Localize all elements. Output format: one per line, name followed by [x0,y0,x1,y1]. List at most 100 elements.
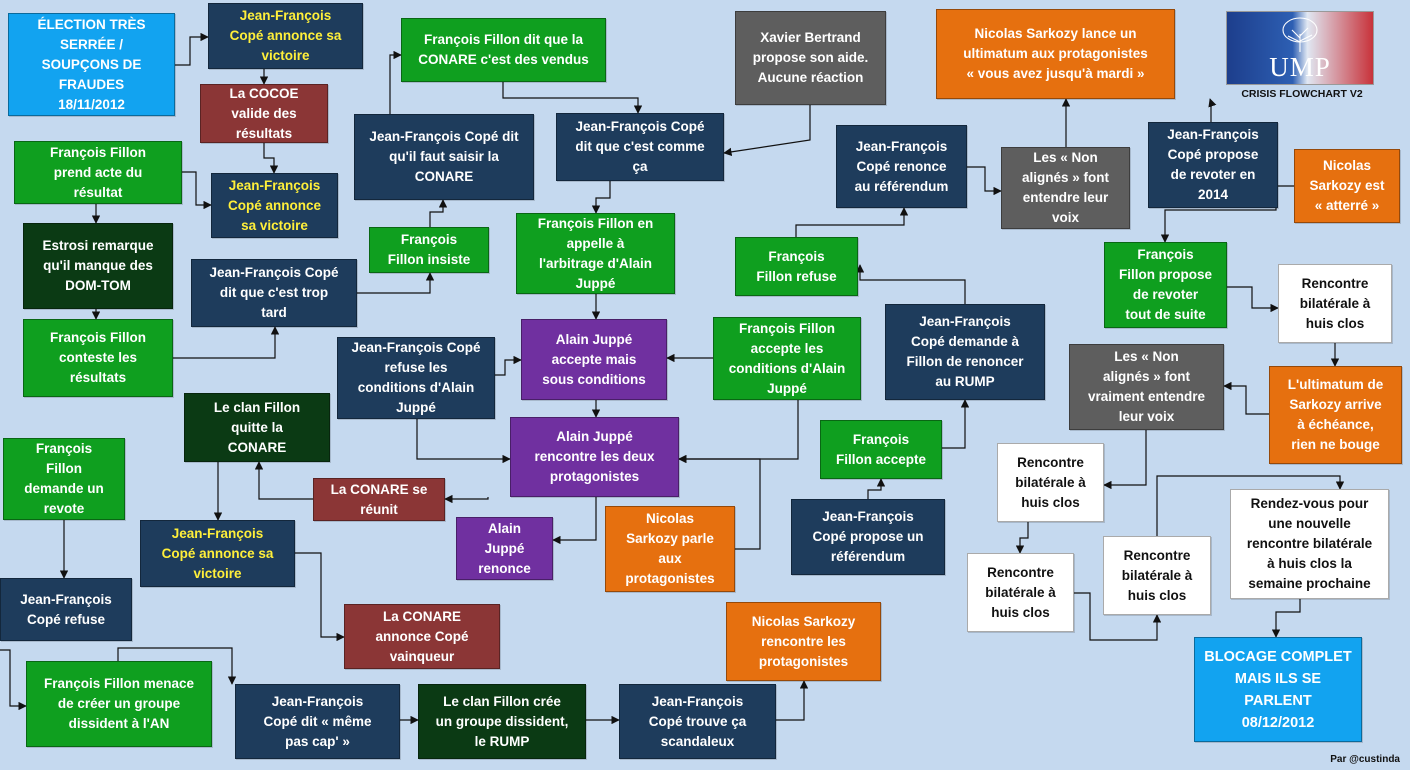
flow-node-line: protagonistes [549,469,640,484]
flow-node-line: l'arbitrage d'Alain [539,255,652,271]
flow-node-line: « vous avez jusqu'à mardi » [966,66,1145,81]
flow-node-line: Fillon accepte [835,451,927,467]
flow-node-line: François Fillon [49,330,146,345]
flow-node-line: Copé annonce sa [161,545,274,561]
flow-node-line: accepte mais [551,351,637,367]
flow-node-line: Jean-François [1167,127,1259,142]
flow-node-line: refuse les [384,360,448,375]
connector-arrow [942,399,970,449]
flow-node-line: 18/11/2012 [58,96,125,112]
flow-node-line: renonce [478,560,531,576]
flow-node-line: 2014 [1197,187,1229,202]
flow-node-line: sa victoire [241,217,308,233]
flow-node-line: Rendez-vous pour [1250,496,1369,511]
flow-node-line: bilatérale à [985,584,1056,600]
flow-node-line: Nicolas [645,511,694,526]
flow-node-line: valide des [231,105,297,121]
flow-node-line: MAIS ILS SE [1234,670,1322,687]
flow-node-line: ça [632,159,648,174]
flow-node-line: de créer un groupe [57,696,181,711]
flow-node-line: Rencontre [1123,547,1191,563]
connector-arrow [295,552,345,642]
flow-node-line: Rencontre [1017,454,1084,470]
ump-logo: UMP [1226,11,1374,85]
flow-node-line: appelle à [566,235,625,251]
flow-node-line: vraiment entendre [1087,389,1206,404]
connector-arrow [795,207,909,237]
connector-arrow [117,647,237,685]
connector-arrow [1271,599,1301,638]
flow-node-line: Fillon [45,461,82,476]
flow-node-line: « atterré » [1314,198,1380,213]
flow-node-line: huis clos [991,604,1050,620]
flow-node-line: protagonistes [758,653,849,669]
flow-node-line: Nicolas Sarkozy lance un [974,26,1137,41]
flow-node-line: L'ultimatum de [1287,377,1384,392]
flow-node-line: Jean-François [855,138,948,154]
flow-node-line: Alain Juppé [555,331,633,347]
flow-node-line: annonce Copé [375,628,469,644]
flow-node-line: Jean-François Copé [575,119,705,134]
flow-node-line: Copé propose un [812,529,924,544]
flow-node-line: demande un [24,481,104,496]
flow-node-line: SOUPÇONS DE [41,56,142,72]
flow-node-line: CONARE [227,439,287,455]
connector-arrow [502,82,643,114]
flow-node-line: PARLENT [1244,692,1312,709]
flow-node-line: résultats [235,125,293,141]
flow-node-line: Sarkozy arrive [1289,397,1382,412]
flow-node-line: Fillon insiste [387,252,471,267]
flow-node-line: Alain [487,520,521,536]
flow-node-line: aux [658,551,682,566]
flow-node-line: huis clos [1305,315,1365,331]
connector-arrow [1223,381,1269,415]
flow-node-line: Rencontre [1301,275,1369,291]
flow-node-line: François [35,441,93,456]
flow-node-line: DOM-TOM [65,278,131,293]
flow-node-line: bilatérale à [1121,567,1193,583]
flow-node-line: résultats [69,370,127,385]
flow-node-line: Jean-François [228,177,321,193]
flow-node-line: réunit [360,501,398,517]
flow-node-line: SERRÉE / [59,36,123,52]
flow-node-line: Copé annonce [227,197,321,213]
flow-node-line: huis clos [1021,494,1080,510]
flow-node-line: Copé dit « même [263,713,372,729]
flow-node-line: Jean-François Copé [209,265,339,280]
